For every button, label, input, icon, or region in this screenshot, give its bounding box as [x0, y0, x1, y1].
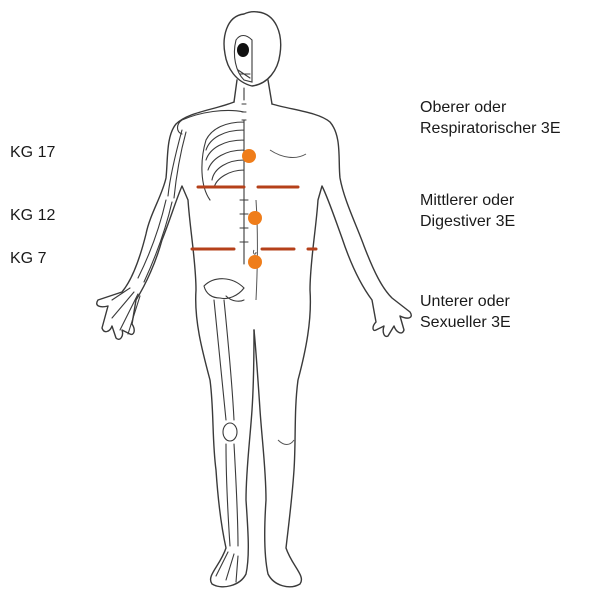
eye-socket — [237, 43, 249, 57]
human-figure-outline — [97, 12, 412, 587]
point-label-kg7: KG 7 — [10, 249, 46, 269]
lumbar-spine — [240, 190, 248, 264]
tibia — [226, 444, 238, 546]
jaw — [238, 70, 250, 78]
forearm — [138, 200, 172, 282]
torso-outline-right — [254, 104, 411, 587]
neck-outline — [234, 80, 272, 104]
point-kg7 — [248, 255, 262, 269]
femur — [214, 300, 234, 420]
zone-upper-line1: Oberer oder — [420, 97, 561, 118]
point-kg17 — [242, 149, 256, 163]
point-label-kg17: KG 17 — [10, 143, 55, 163]
skull-outline — [234, 36, 252, 83]
skeleton-drawing — [112, 36, 252, 583]
spine — [242, 88, 246, 120]
zone-middle-line2: Digestiver 3E — [420, 211, 515, 232]
point-label-kg12: KG 12 — [10, 206, 55, 226]
torso-outline — [97, 102, 254, 587]
zone-middle-line1: Mittlerer oder — [420, 190, 515, 211]
zone-lower-line1: Unterer oder — [420, 291, 511, 312]
zone-label-middle: Mittlerer oder Digestiver 3E — [420, 190, 515, 232]
knee-right — [278, 440, 294, 445]
foot-bones — [216, 552, 238, 582]
zone-lower-line2: Sexueller 3E — [420, 312, 511, 333]
point-kg12 — [248, 211, 262, 225]
kneecap — [223, 423, 237, 441]
zone-label-lower: Unterer oder Sexueller 3E — [420, 291, 511, 333]
hand-bones — [112, 288, 140, 334]
pelvis — [204, 279, 244, 301]
navel — [253, 250, 256, 254]
body-details — [253, 150, 306, 445]
acupuncture-points — [242, 149, 262, 269]
zone-label-upper: Oberer oder Respiratorischer 3E — [420, 97, 561, 139]
zone-upper-line2: Respiratorischer 3E — [420, 118, 561, 139]
chest-line — [270, 150, 306, 157]
